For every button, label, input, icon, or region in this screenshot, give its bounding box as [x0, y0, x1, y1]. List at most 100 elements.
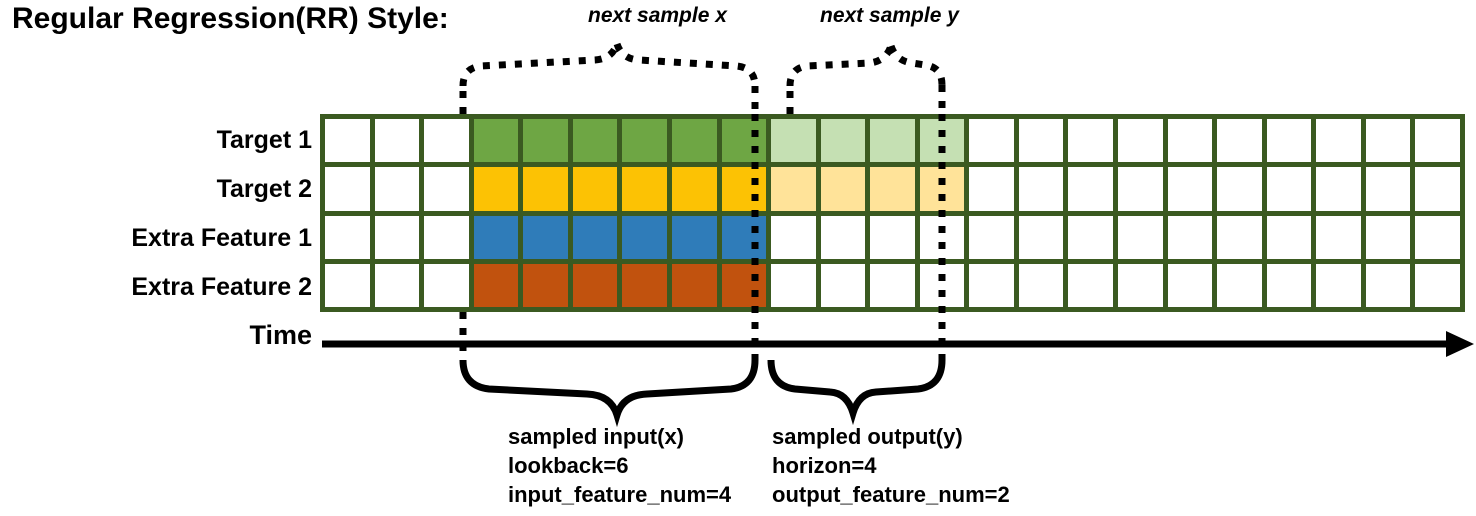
grid-cell [671, 215, 717, 259]
grid-cell [1068, 215, 1114, 259]
grid-cell [1217, 167, 1262, 211]
grid-cell [771, 119, 816, 163]
grid-cell [721, 119, 767, 163]
grid-cell [919, 215, 965, 259]
grid-cell [374, 167, 420, 211]
grid-cell [671, 119, 717, 163]
grid-cell [969, 119, 1014, 163]
row-label-target-1: Target 1 [216, 126, 312, 154]
grid-cell [1118, 119, 1163, 163]
row-label-extra-feature-2: Extra Feature 2 [131, 273, 312, 301]
grid-cell [721, 263, 767, 307]
grid-cell [1167, 119, 1213, 163]
grid-cell [325, 215, 370, 259]
grid-cell [1415, 263, 1460, 307]
grid-cell [870, 263, 915, 307]
grid-cell [1316, 167, 1361, 211]
grid-cell [1415, 215, 1460, 259]
grid-cell [572, 167, 618, 211]
grid-cell [325, 263, 370, 307]
grid-cell [820, 167, 866, 211]
grid-cell [1266, 167, 1312, 211]
grid-cell [1118, 215, 1163, 259]
grid-cell [473, 119, 519, 163]
grid-cell [870, 167, 915, 211]
grid-cell [1415, 119, 1460, 163]
grid-cell [473, 263, 519, 307]
annotation-next-sample-y: next sample y [820, 4, 959, 27]
grid-cell [1217, 215, 1262, 259]
grid-cell [622, 263, 667, 307]
dotted-top-brace-x [459, 42, 759, 114]
grid-cell [1018, 215, 1064, 259]
grid-cell [820, 119, 866, 163]
grid-cell [919, 167, 965, 211]
grid-cell [721, 167, 767, 211]
grid-cell [771, 167, 816, 211]
brace-sampled-input [459, 359, 759, 428]
grid-cell [572, 263, 618, 307]
row-label-target-2: Target 2 [216, 175, 312, 203]
grid-cell [1266, 215, 1312, 259]
grid-cell [374, 119, 420, 163]
grid-cell [1365, 119, 1411, 163]
grid-cell [473, 215, 519, 259]
grid-cell [1018, 263, 1064, 307]
grid-cell [572, 119, 618, 163]
grid-cell [671, 263, 717, 307]
grid-cell [969, 215, 1014, 259]
grid-cell [1415, 167, 1460, 211]
caption-sampled-output: sampled output(y) horizon=4 output_featu… [772, 424, 1010, 508]
grid-cell [919, 263, 965, 307]
grid-cell [1018, 167, 1064, 211]
grid-cell [1217, 119, 1262, 163]
grid-cell [1068, 263, 1114, 307]
grid-cell [424, 119, 469, 163]
grid-cell [572, 215, 618, 259]
grid-cell [622, 119, 667, 163]
grid-cell [1167, 263, 1213, 307]
grid-cell [523, 119, 568, 163]
grid-cell [1365, 167, 1411, 211]
grid-cell [1266, 119, 1312, 163]
grid-cell [622, 215, 667, 259]
grid-cell [1316, 119, 1361, 163]
grid-cell [424, 263, 469, 307]
grid-cell [1167, 167, 1213, 211]
grid-cell [771, 215, 816, 259]
grid-cell [523, 263, 568, 307]
grid-cell [325, 167, 370, 211]
grid-cell [870, 215, 915, 259]
timeseries-grid [320, 114, 1465, 312]
grid-cell [1018, 119, 1064, 163]
dotted-top-brace-y [786, 44, 946, 114]
grid-cell [1217, 263, 1262, 307]
grid-cell [1068, 167, 1114, 211]
grid-cell [1167, 215, 1213, 259]
annotation-next-sample-x: next sample x [588, 4, 727, 27]
grid-cell [671, 167, 717, 211]
caption-sampled-input: sampled input(x) lookback=6 input_featur… [508, 424, 732, 508]
grid-cell [1068, 119, 1114, 163]
page-title: Regular Regression(RR) Style: [12, 2, 449, 35]
grid-cell [919, 119, 965, 163]
grid-cell [820, 263, 866, 307]
brace-sampled-output [767, 359, 946, 426]
grid-cell [820, 215, 866, 259]
grid-cell [424, 167, 469, 211]
grid-cell [523, 167, 568, 211]
grid-cell [1316, 215, 1361, 259]
grid-cell [523, 215, 568, 259]
grid-cell [374, 215, 420, 259]
grid-cell [1365, 263, 1411, 307]
grid-cell [969, 167, 1014, 211]
grid-cell [969, 263, 1014, 307]
grid-cell [721, 215, 767, 259]
time-axis-label: Time [249, 320, 312, 350]
grid-cell [1118, 167, 1163, 211]
row-label-extra-feature-1: Extra Feature 1 [131, 224, 312, 252]
grid-cell [870, 119, 915, 163]
grid-cell [622, 167, 667, 211]
right-arrow-icon [322, 331, 1474, 357]
